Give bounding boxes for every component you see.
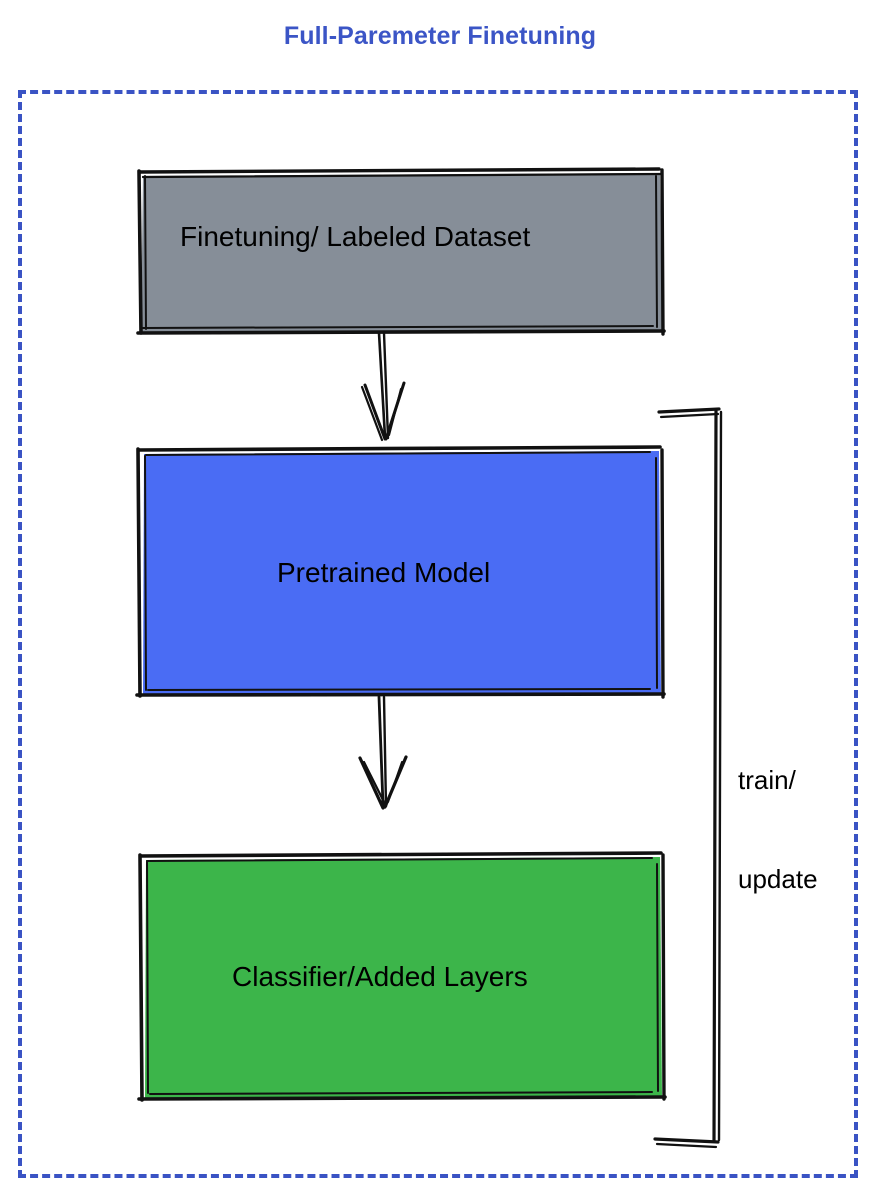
node-classifier-edge-top2 (146, 857, 653, 862)
feedback-vertical-b (717, 410, 723, 1142)
feedback-bottom-b (655, 1142, 718, 1149)
node-pretrained-edge-right2 (655, 457, 658, 689)
feedback-loop-label: train/ update (738, 697, 818, 963)
node-classifier-edge-left (138, 853, 144, 1102)
node-classifier-edge-top (139, 851, 663, 858)
node-dataset-fill (141, 173, 662, 332)
edge-dataset-to-pretrained (360, 331, 406, 442)
feedback-top-b (659, 412, 720, 419)
node-dataset-label: Finetuning/ Labeled Dataset (180, 221, 531, 252)
arrow1-shaft-a (377, 331, 387, 439)
node-classifier-label: Classifier/Added Layers (232, 961, 528, 992)
node-pretrained-edge-left (136, 447, 142, 698)
node-dataset-edge-right (660, 168, 665, 336)
arrow2-shaft-b (382, 695, 388, 808)
node-pretrained-label: Pretrained Model (277, 557, 491, 588)
edge-pretrained-to-classifier (358, 695, 408, 810)
page-title: Full-Paremeter Finetuning (283, 22, 597, 50)
arrow2-head-right2 (387, 761, 403, 803)
node-classifier-edge-right2 (656, 863, 659, 1092)
feedback-top-a (657, 407, 721, 414)
node-classifier-edge-left2 (146, 861, 149, 1094)
node-pretrained-edge-right (660, 448, 665, 699)
arrow1-shaft-b (382, 331, 390, 440)
feedback-bottom-a (653, 1137, 720, 1144)
node-dataset-edge-top2 (141, 172, 663, 179)
node-pretrained[interactable] (135, 445, 666, 699)
node-classifier-fill (145, 857, 662, 1098)
arrow1-head-left2 (360, 385, 384, 442)
node-pretrained-edge-left2 (144, 455, 147, 691)
node-dataset-edge-left (137, 169, 143, 335)
node-dataset-edge-left2 (144, 175, 147, 330)
node-dataset-edge-top (138, 167, 661, 174)
node-pretrained-fill (143, 451, 661, 694)
arrow1-head-right2 (387, 387, 403, 437)
node-dataset-edge-right2 (655, 175, 658, 328)
feedback-loop-label-line2: update (738, 864, 818, 895)
edge-feedback-loop (653, 407, 723, 1149)
node-dataset[interactable] (136, 167, 666, 336)
node-pretrained-edge-bottom (135, 692, 666, 697)
feedback-loop-label-line1: train/ (738, 764, 796, 795)
node-classifier-edge-right (661, 853, 666, 1101)
node-pretrained-edge-bottom2 (147, 688, 651, 691)
node-classifier[interactable] (137, 851, 667, 1102)
feedback-vertical-a (712, 409, 718, 1143)
arrow2-head-left2 (362, 760, 388, 808)
arrow1-head-left (363, 383, 387, 441)
node-pretrained-edge-top (137, 445, 662, 452)
arrow2-head-left (358, 756, 385, 810)
node-classifier-edge-bottom (137, 1095, 667, 1101)
node-dataset-edge-bottom (136, 329, 666, 335)
node-pretrained-edge-top2 (145, 451, 651, 456)
node-classifier-edge-bottom2 (149, 1091, 653, 1095)
node-dataset-edge-bottom2 (142, 325, 654, 329)
arrow2-shaft-a (377, 695, 385, 807)
